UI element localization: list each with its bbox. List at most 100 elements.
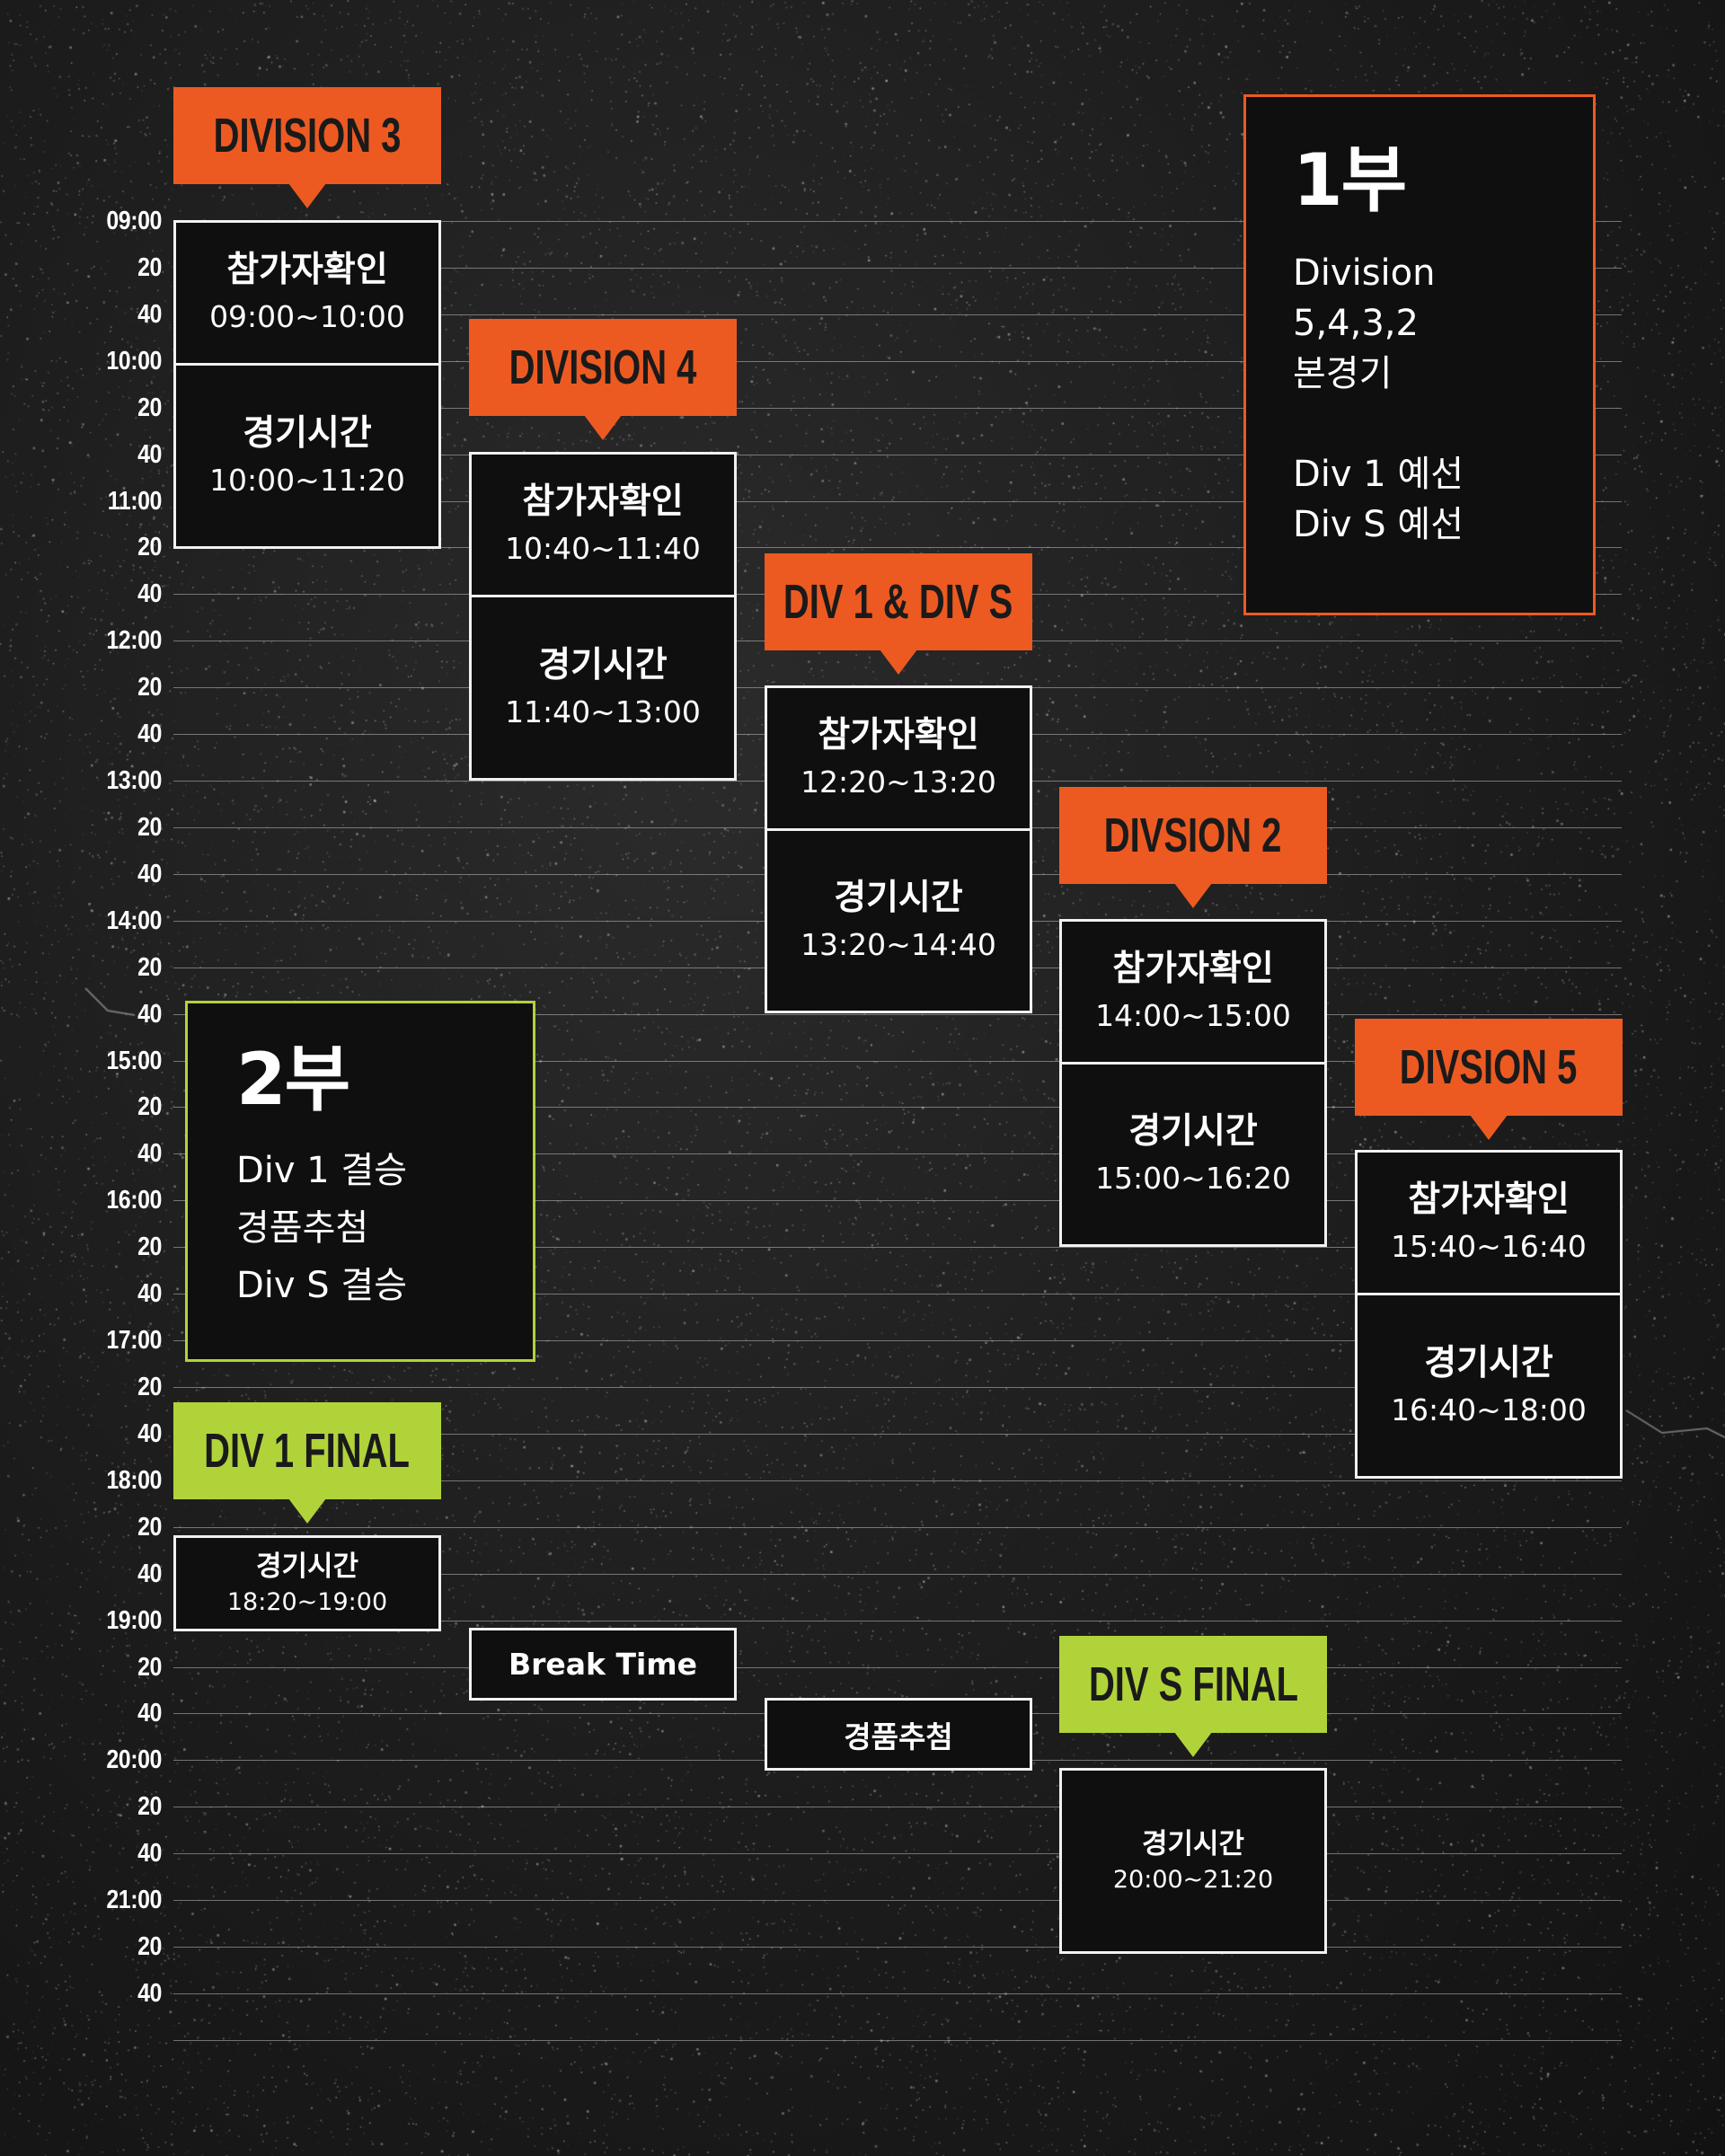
- grid-line: [173, 1434, 1622, 1435]
- grid-line: [173, 1340, 1622, 1341]
- checkin-label: 참가자확인: [226, 250, 388, 290]
- part1-line: Division: [1293, 252, 1436, 294]
- time-label: 20: [137, 253, 162, 282]
- game-time: 11:40~13:00: [505, 694, 701, 729]
- time-label: 40: [137, 860, 162, 888]
- checkin-label: 참가자확인: [522, 482, 684, 522]
- time-label: 40: [137, 1000, 162, 1029]
- time-label: 14:00: [106, 906, 162, 935]
- final-game-box: 경기시간 18:20~19:00: [173, 1535, 441, 1631]
- grid-line: [173, 2040, 1622, 2041]
- break-time-box: Break Time: [469, 1628, 737, 1701]
- division-tag-label: DIVSION 2: [1104, 808, 1282, 862]
- division-tag: DIVISION 3: [173, 87, 441, 208]
- game-time: 10:00~11:20: [209, 462, 405, 498]
- checkin-time: 14:00~15:00: [1095, 998, 1291, 1033]
- time-label: 20: [137, 533, 162, 561]
- part1-line: Div 1 예선: [1293, 454, 1464, 495]
- game-box: 경기시간 16:40~18:00: [1355, 1293, 1623, 1479]
- grid-line: [173, 314, 1622, 315]
- grid-line: [173, 1993, 1622, 1994]
- grid-line: [173, 221, 1622, 222]
- grid-line: [173, 408, 1622, 409]
- part2-panel: 2부 Div 1 결승 경품추첨 Div S 결승: [185, 1001, 535, 1362]
- part2-title: 2부: [236, 1038, 350, 1121]
- division-tag: DIV 1 & DIV S: [765, 553, 1032, 675]
- division-tag: DIVISION 4: [469, 319, 737, 440]
- time-label: 40: [137, 440, 162, 469]
- division-tag: DIVSION 2: [1059, 787, 1327, 908]
- time-label: 20: [137, 1513, 162, 1542]
- game-box: 경기시간 10:00~11:20: [173, 363, 441, 549]
- grid-line: [173, 361, 1622, 362]
- time-label: 20: [137, 673, 162, 702]
- part2-line: Div 1 결승: [236, 1150, 408, 1191]
- checkin-time: 15:40~16:40: [1391, 1229, 1587, 1264]
- time-label: 09:00: [106, 207, 162, 235]
- division-tag-label: DIVISION 4: [509, 340, 697, 394]
- pointer-arrow: [1470, 1115, 1508, 1140]
- time-label: 20: [137, 1653, 162, 1682]
- game-label: 경기시간: [1141, 1827, 1245, 1860]
- pointer-arrow: [1174, 1732, 1212, 1757]
- time-label: 19:00: [106, 1606, 162, 1635]
- final-tag: DIV S FINAL: [1059, 1636, 1327, 1757]
- time-label: 11:00: [107, 487, 163, 516]
- checkin-time: 12:20~13:20: [801, 764, 996, 800]
- final-game-box: 경기시간 20:00~21:20: [1059, 1768, 1327, 1954]
- time-label: 12:00: [106, 626, 162, 655]
- final-tag-label: DIV S FINAL: [1088, 1657, 1298, 1711]
- time-label: 17:00: [106, 1326, 162, 1355]
- time-label: 13:00: [106, 766, 162, 795]
- pointer-arrow: [288, 183, 326, 208]
- time-label: 10:00: [106, 347, 162, 376]
- game-time: 18:20~19:00: [226, 1587, 388, 1616]
- game-time: 15:00~16:20: [1095, 1161, 1291, 1196]
- grid-line: [173, 501, 1622, 502]
- time-label: 40: [137, 1279, 162, 1308]
- grid-line: [173, 1947, 1622, 1948]
- checkin-box: 참가자확인 15:40~16:40: [1355, 1150, 1623, 1295]
- time-label: 40: [137, 1419, 162, 1448]
- grid-line: [173, 1527, 1622, 1528]
- part1-line: [1293, 399, 1593, 449]
- grid-line: [173, 1107, 1622, 1108]
- grid-line: [173, 1853, 1622, 1854]
- game-time: 13:20~14:40: [801, 927, 996, 962]
- division-tag-label: DIVSION 5: [1400, 1040, 1578, 1094]
- checkin-time: 09:00~10:00: [209, 299, 405, 334]
- division-tag-label: DIV 1 & DIV S: [783, 575, 1013, 629]
- grid-line: [173, 268, 1622, 269]
- game-label: 경기시간: [1424, 1342, 1553, 1383]
- game-box: 경기시간 13:20~14:40: [765, 828, 1032, 1013]
- game-label: 경기시간: [834, 878, 963, 918]
- time-label: 20: [137, 1932, 162, 1961]
- checkin-label: 참가자확인: [818, 715, 979, 755]
- time-label: 15:00: [106, 1047, 162, 1075]
- game-label: 경기시간: [1128, 1111, 1258, 1152]
- checkin-box: 참가자확인 14:00~15:00: [1059, 919, 1327, 1065]
- game-box: 경기시간 11:40~13:00: [469, 595, 737, 781]
- time-label: 18:00: [106, 1466, 162, 1495]
- game-label: 경기시간: [243, 412, 372, 454]
- grid-line: [173, 1061, 1622, 1062]
- time-label: 40: [137, 1560, 162, 1588]
- final-tag: DIV 1 FINAL: [173, 1402, 441, 1524]
- time-label: 20: [137, 1373, 162, 1401]
- time-label: 20:00: [106, 1745, 162, 1774]
- time-label: 40: [137, 1839, 162, 1868]
- game-time: 20:00~21:20: [1112, 1865, 1274, 1894]
- time-label: 40: [137, 300, 162, 329]
- time-label: 16:00: [106, 1186, 162, 1215]
- time-label: 20: [137, 1092, 162, 1121]
- time-label: 20: [137, 953, 162, 982]
- part2-line: 경품추첨: [236, 1207, 369, 1249]
- division-tag-label: DIVISION 3: [213, 109, 402, 163]
- part1-line: Div S 예선: [1293, 504, 1464, 545]
- grid-line: [173, 1480, 1622, 1481]
- pointer-arrow: [288, 1498, 326, 1524]
- time-label: 20: [137, 1233, 162, 1261]
- checkin-box: 참가자확인 09:00~10:00: [173, 220, 441, 366]
- game-time: 16:40~18:00: [1391, 1392, 1587, 1427]
